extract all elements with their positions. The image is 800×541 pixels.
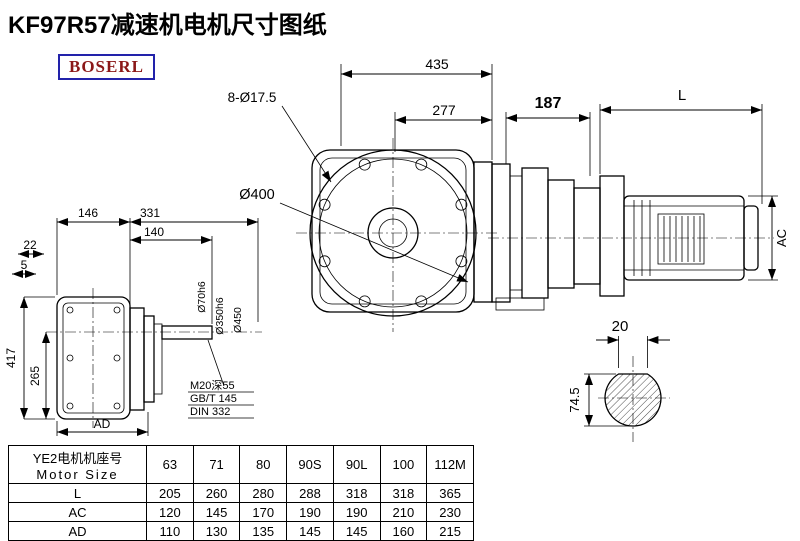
motor-size-header-cn: YE2电机机座号 [32, 450, 123, 466]
size-col-100: 100 [379, 445, 428, 484]
output-shaft [161, 325, 213, 340]
motor-size-header-cell: YE2电机机座号 Motor Size [8, 445, 147, 484]
cell-AD-80: 135 [239, 521, 288, 541]
row-AC-label: AC [8, 502, 147, 522]
dim-74-5-label: 74.5 [567, 387, 582, 412]
dim-265-label: 265 [28, 366, 42, 386]
cell-AC-112M: 230 [426, 502, 474, 522]
tap-note-line3: DIN 332 [190, 406, 230, 418]
shaft-section-view: 20 74.5 [567, 318, 670, 442]
flange-outer-circle [309, 149, 477, 317]
motor-size-table: YE2电机机座号 Motor Size 63 71 80 90S 90L 100… [8, 445, 474, 541]
dim-L-label: L [678, 87, 686, 104]
cell-AD-63: 110 [146, 521, 194, 541]
flange-dia-label: Ø400 [239, 187, 274, 203]
cell-L-100: 318 [379, 483, 428, 503]
dim-331-label: 331 [140, 206, 160, 220]
left-view: 146 331 140 22 5 417 265 AD Ø70h6 Ø350h6… [4, 206, 262, 436]
size-col-63: 63 [146, 445, 194, 484]
shaft-cross-section [604, 373, 662, 427]
size-col-71: 71 [192, 445, 241, 484]
cell-AC-100: 210 [379, 502, 428, 522]
cell-L-63: 205 [146, 483, 194, 503]
motor-end-cap [743, 205, 759, 271]
cell-L-90L: 318 [332, 483, 381, 503]
cell-AC-90S: 190 [286, 502, 334, 522]
front-view: 435 277 8-Ø17.5 Ø400 [228, 56, 500, 332]
dim-22-label: 22 [23, 238, 37, 252]
motor-flange [599, 175, 625, 297]
page-title: KF97R57减速机电机尺寸图纸 [8, 12, 327, 39]
cell-AC-90L: 190 [332, 502, 381, 522]
shaft-dia-label: Ø70h6 [196, 281, 208, 313]
size-col-90S: 90S [286, 445, 334, 484]
cell-AC-71: 145 [192, 502, 241, 522]
table-header-row: YE2电机机座号 Motor Size 63 71 80 90S 90L 100… [8, 445, 474, 484]
dim-187-label: 187 [535, 95, 562, 112]
dim-140-label: 140 [144, 225, 164, 239]
motor-fin-block [657, 213, 705, 265]
gearbox-body-side [56, 296, 131, 420]
gearbox-housing-front [311, 149, 475, 313]
dim-417-label: 417 [4, 348, 18, 368]
row-L-label: L [8, 483, 147, 503]
flange-dia-side-label: Ø450 [232, 307, 244, 333]
brand-logo: BOSERL [58, 54, 155, 80]
side-view: 187 L AC [488, 87, 789, 311]
cell-L-90S: 288 [286, 483, 334, 503]
motor-size-header-en: Motor Size [36, 466, 119, 482]
cell-AC-63: 120 [146, 502, 194, 522]
table-row-AD: AD 110 130 135 145 145 160 215 [8, 521, 474, 541]
size-col-80: 80 [239, 445, 288, 484]
cell-AD-90S: 145 [286, 521, 334, 541]
cell-L-112M: 365 [426, 483, 474, 503]
tap-note-line2: GB/T 145 [190, 393, 237, 405]
size-col-112M: 112M [426, 445, 474, 484]
row-AD-label: AD [8, 521, 147, 541]
dim-AD-label: AD [94, 417, 111, 431]
cell-L-80: 280 [239, 483, 288, 503]
dim-20-label: 20 [612, 318, 629, 335]
dim-146-label: 146 [78, 206, 98, 220]
cell-AD-112M: 215 [426, 521, 474, 541]
dim-435-label: 435 [425, 56, 449, 72]
spigot-dia-label: Ø350h6 [214, 297, 226, 335]
cell-L-71: 260 [192, 483, 241, 503]
cell-AD-100: 160 [379, 521, 428, 541]
table-row-L: L 205 260 280 288 318 318 365 [8, 483, 474, 503]
cell-AD-71: 130 [192, 521, 241, 541]
tap-note-line1: M20深55 [190, 379, 235, 392]
bolt-holes-label: 8-Ø17.5 [228, 90, 277, 105]
hub-circle [367, 207, 419, 259]
table-row-AC: AC 120 145 170 190 190 210 230 [8, 502, 474, 522]
shaft-bore-circle [378, 218, 408, 248]
output-flange-edge [473, 161, 493, 303]
cell-AD-90L: 145 [332, 521, 381, 541]
size-col-90L: 90L [332, 445, 381, 484]
cell-AC-80: 170 [239, 502, 288, 522]
dim-277-label: 277 [432, 102, 456, 118]
dim-5-label: 5 [21, 258, 28, 272]
dim-AC-label: AC [774, 229, 789, 247]
